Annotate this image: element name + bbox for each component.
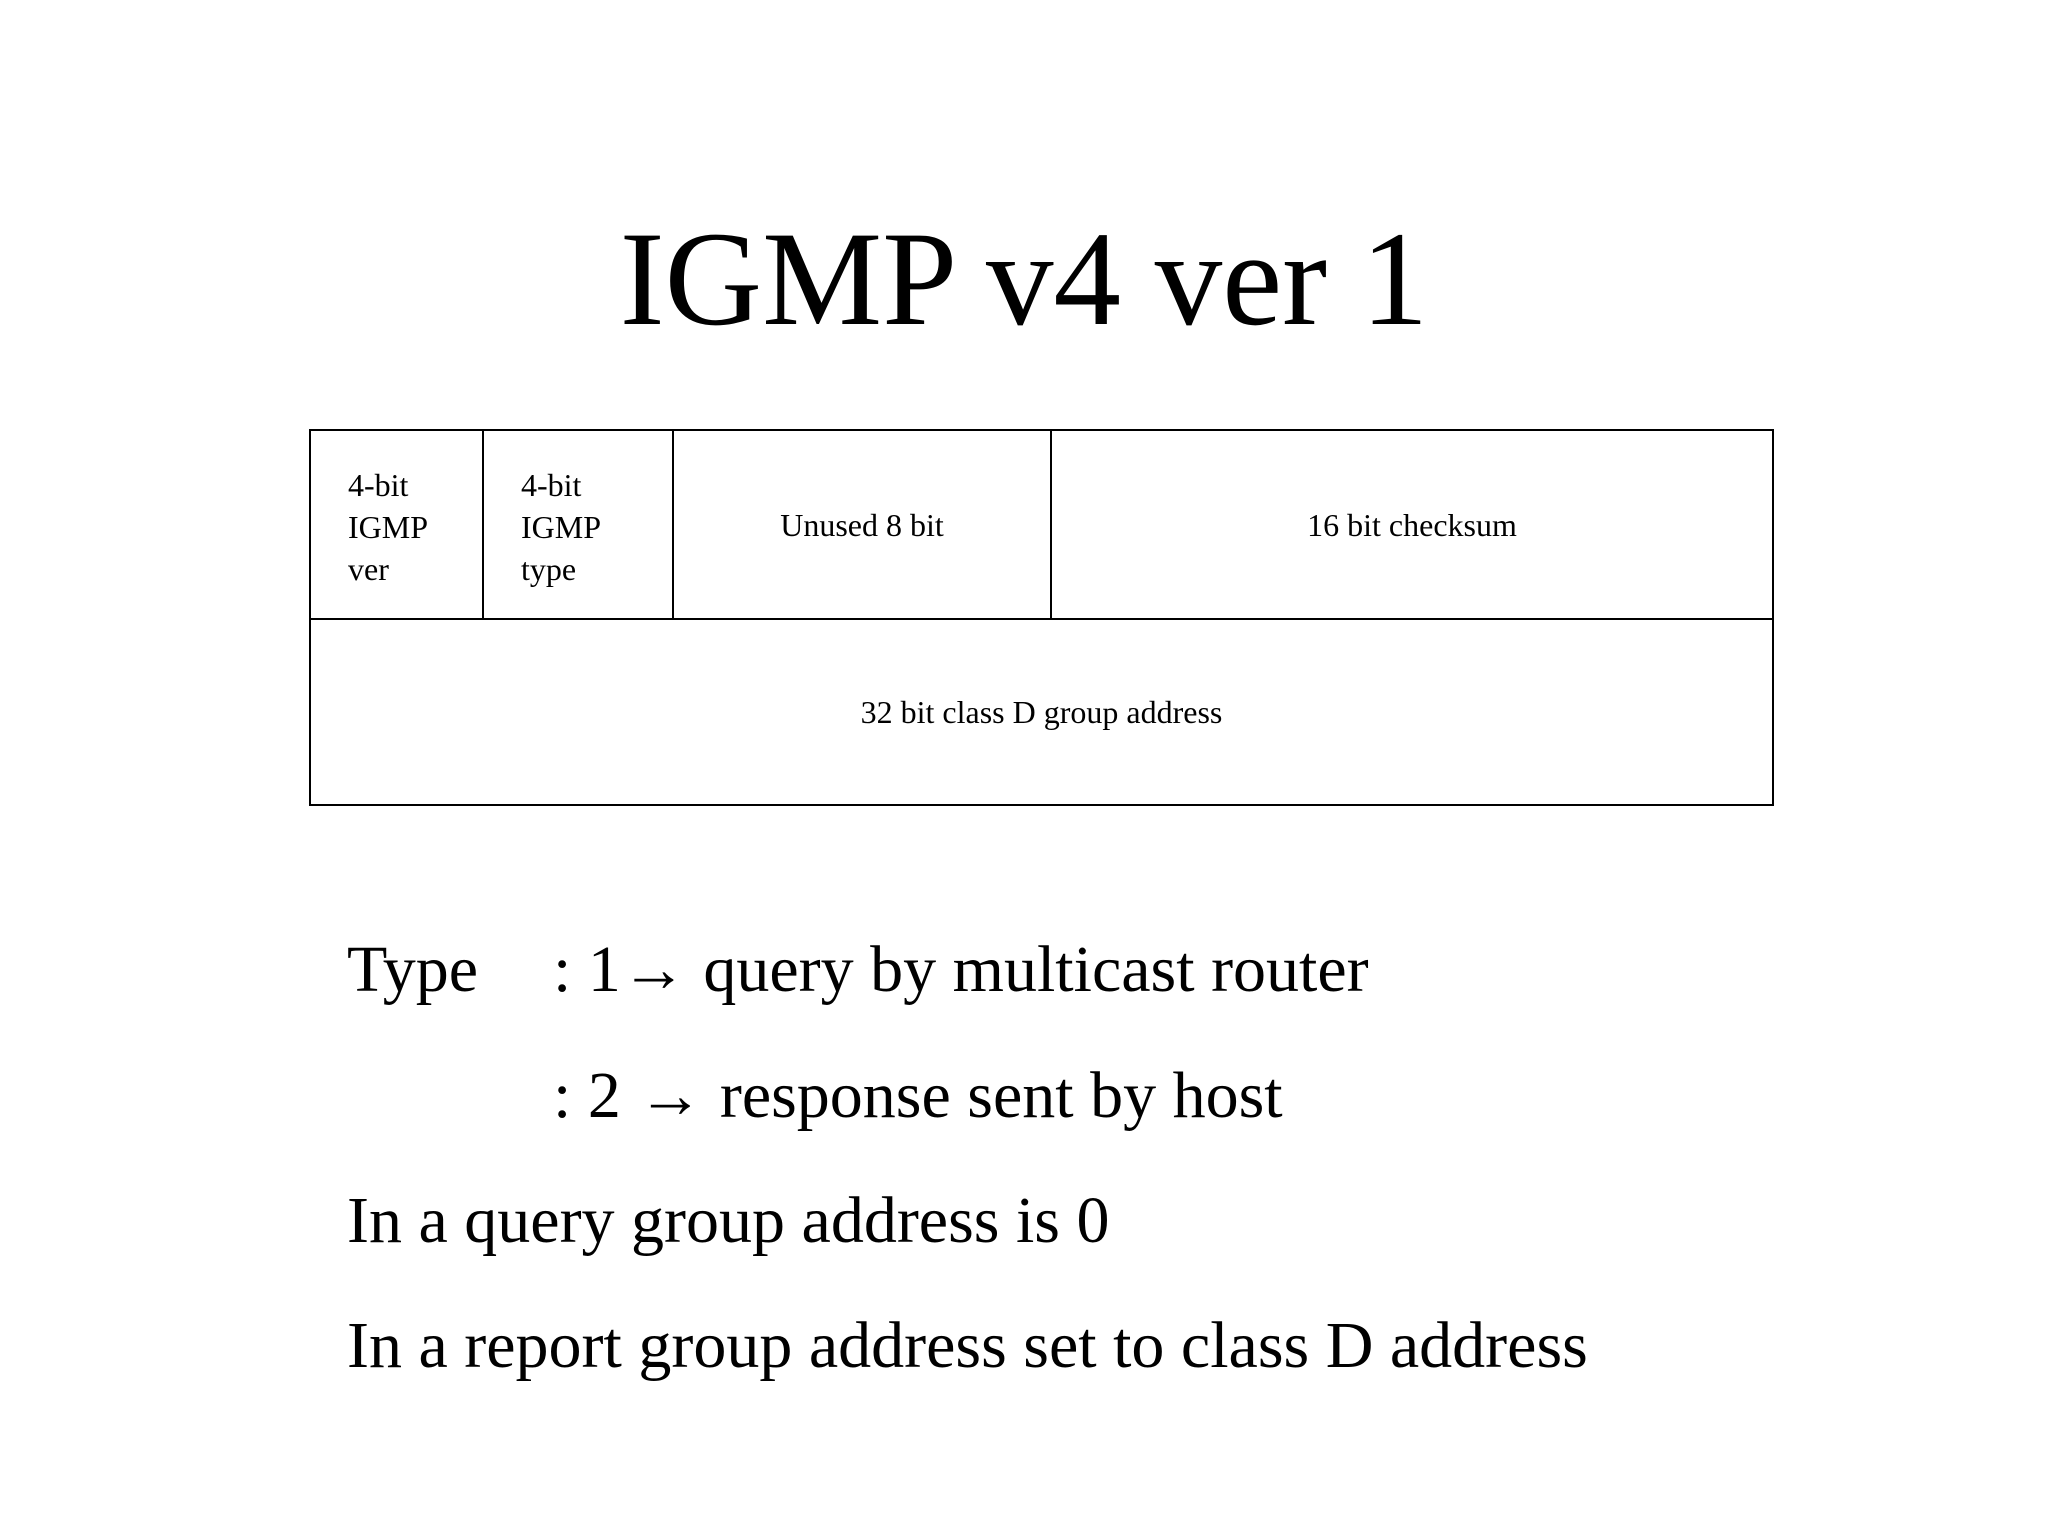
note-query-address: In a query group address is 0: [347, 1184, 1110, 1257]
type-value-response: : 2 → response sent by host: [553, 1059, 1283, 1132]
field-igmp-version-line: ver: [348, 551, 389, 587]
packet-row-1: 4-bit IGMP ver 4-bit IGMP type Unused 8 …: [311, 431, 1772, 620]
slide-title: IGMP v4 ver 1: [619, 205, 1429, 354]
field-igmp-version-line: IGMP: [348, 509, 429, 545]
type-value-query: : 1→ query by multicast router: [553, 933, 1369, 1006]
field-igmp-type-line: 4-bit: [521, 467, 582, 503]
field-checksum: 16 bit checksum: [1052, 431, 1772, 618]
note-report-address: In a report group address set to class D…: [347, 1309, 1588, 1382]
field-igmp-type: 4-bit IGMP type: [484, 431, 674, 618]
type-label: Type: [347, 933, 479, 1006]
field-unused: Unused 8 bit: [674, 431, 1052, 618]
field-group-address: 32 bit class D group address: [311, 620, 1772, 804]
field-checksum-label: 16 bit checksum: [1307, 506, 1517, 543]
field-igmp-version-line: 4-bit: [348, 467, 409, 503]
igmp-packet-format: 4-bit IGMP ver 4-bit IGMP type Unused 8 …: [309, 429, 1774, 806]
field-igmp-type-line: type: [521, 551, 577, 587]
field-group-address-label: 32 bit class D group address: [860, 694, 1223, 730]
field-igmp-version: 4-bit IGMP ver: [311, 431, 484, 618]
field-unused-label: Unused 8 bit: [780, 506, 944, 543]
field-igmp-type-line: IGMP: [521, 509, 602, 545]
